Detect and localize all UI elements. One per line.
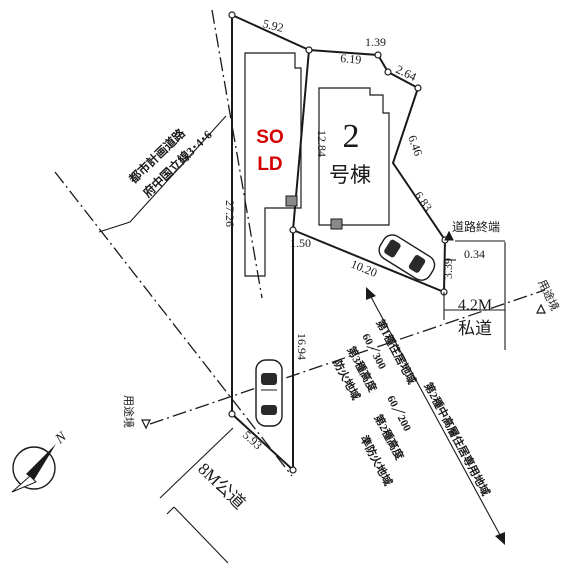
dim-5-93: 5.93 [240, 428, 265, 452]
dim-5-92: 5.92 [261, 16, 285, 35]
unit-markers [285, 195, 343, 230]
sold-label-line2: LD [257, 154, 282, 175]
dim-6-46: 6.46 [405, 133, 425, 158]
usage-boundary-line [149, 289, 546, 425]
meter-box-left [285, 195, 298, 207]
road-end-label: 道路終端 [452, 219, 500, 234]
meter-box-right [330, 218, 343, 230]
dim-3-39: 3.39 [441, 258, 455, 279]
public-road-width [159, 427, 234, 564]
private-road-label: 私道 [458, 319, 492, 338]
planned-road-leader [98, 115, 227, 233]
boundary-lines [54, 9, 546, 477]
car-icon-parking-left [255, 359, 283, 427]
dim-1-50: 1.50 [290, 236, 311, 250]
dim-27-26: 27.26 [223, 200, 237, 227]
planned-road-line-lower [54, 171, 293, 477]
dim-16-94: 16.94 [295, 333, 309, 360]
building-number: 2 [343, 118, 360, 155]
dimension-labels: 5.92 1.39 6.19 2.64 6.46 6.83 12.84 27.2… [223, 16, 485, 452]
north-arrow-icon: N [11, 429, 70, 493]
public-road-label: 8M公道 [194, 459, 249, 513]
sold-label-line1: SO [256, 127, 283, 148]
usage-boundary-right-marker [536, 303, 546, 314]
usage-boundary-left-label: 用途境 [122, 395, 136, 428]
dim-1-39: 1.39 [365, 35, 386, 49]
dim-2-64: 2.64 [394, 62, 419, 84]
private-road [443, 230, 506, 350]
usage-boundary-left-marker [141, 419, 151, 430]
dim-0-34: 0.34 [464, 247, 485, 261]
zone-b-line1: 第2種中高層住居専用地域 [421, 380, 493, 498]
dim-10-20: 10.20 [349, 257, 379, 280]
zone-a-text: 第1種住居地域 60／300 第3種高度 防火地域 [330, 317, 419, 402]
car-icon-parking-right [378, 234, 436, 281]
dim-6-83: 6.83 [412, 189, 436, 214]
north-label: N [52, 429, 70, 448]
boundary-pins [228, 11, 449, 474]
private-road-width: 4.2M [458, 297, 492, 314]
dim-12-84: 12.84 [315, 130, 329, 157]
sold-building-outline [244, 52, 302, 277]
dim-6-19: 6.19 [340, 51, 362, 67]
planned-road-line-upper [211, 9, 263, 299]
building-unit-label: 号棟 [329, 163, 371, 187]
zone-arrow [366, 287, 505, 545]
